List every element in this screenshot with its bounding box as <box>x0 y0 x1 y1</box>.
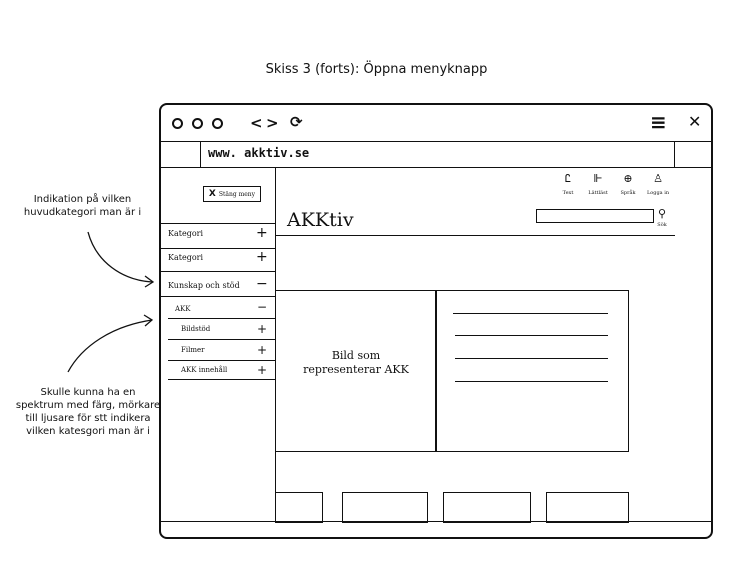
sidebar-divider <box>160 271 275 272</box>
forward-icon[interactable]: > <box>266 114 279 132</box>
collapse-icon[interactable]: − <box>256 276 268 292</box>
sidebar-item-kategori[interactable]: Kategori <box>168 229 204 238</box>
search-label: Sök <box>657 222 667 228</box>
address-bar-left-edge <box>200 141 201 167</box>
utility-label-lattlast: Lättläst <box>588 190 608 196</box>
search-input[interactable] <box>536 209 654 223</box>
sidebar-divider <box>168 339 275 340</box>
sidebar-divider <box>160 223 275 224</box>
text-placeholder-line <box>453 313 608 314</box>
sidebar-item-akk[interactable]: AKK <box>175 305 191 313</box>
browser-window <box>159 103 713 539</box>
expand-icon[interactable]: + <box>257 343 268 357</box>
expand-icon[interactable]: + <box>256 225 268 241</box>
sidebar-item-filmer[interactable]: Filmer <box>181 346 205 354</box>
footer-divider <box>160 521 712 522</box>
sidebar-item-bildstod[interactable]: Bildstöd <box>181 325 211 333</box>
hamburger-icon[interactable]: ≡ <box>650 110 667 134</box>
reader-icon[interactable]: ⊩ <box>593 172 603 185</box>
expand-icon[interactable]: + <box>257 322 268 336</box>
collapse-icon[interactable]: − <box>257 300 268 314</box>
arrow-to-main-category <box>87 231 153 283</box>
sketch-title: Skiss 3 (forts): Öppna menyknapp <box>265 62 488 77</box>
sidebar-divider <box>160 296 275 297</box>
text-placeholder-line <box>455 381 608 382</box>
toolbar-divider <box>160 141 712 142</box>
sidebar-item-kunskap-och-stod[interactable]: Kunskap och stöd <box>168 281 240 290</box>
text-icon[interactable]: Ꮭ <box>564 172 572 185</box>
address-bar-right-edge <box>674 141 675 167</box>
back-icon[interactable]: < <box>250 114 263 132</box>
site-logo[interactable]: AKKtiv <box>287 209 354 231</box>
address-url[interactable]: www. akktiv.se <box>208 146 310 160</box>
arrow-head-submenu <box>143 314 154 327</box>
expand-icon[interactable]: + <box>256 249 268 265</box>
text-placeholder-line <box>455 358 608 359</box>
sidebar-item-kategori[interactable]: Kategori <box>168 253 204 262</box>
annotation-color-spectrum: Skulle kunna ha en spektrum med färg, mö… <box>15 387 161 437</box>
content-card[interactable] <box>275 492 323 523</box>
reload-icon[interactable]: ⟳ <box>290 113 303 131</box>
arrow-to-submenu <box>67 319 153 373</box>
close-menu-icon: X <box>208 189 216 199</box>
address-bar-divider <box>160 167 712 168</box>
featured-text-block <box>435 290 629 452</box>
window-control-circle[interactable] <box>172 118 183 129</box>
utility-label-logga-in: Logga in <box>646 190 670 196</box>
sidebar-divider <box>168 360 275 361</box>
window-control-circle[interactable] <box>192 118 203 129</box>
featured-image[interactable] <box>275 290 437 452</box>
utility-label-text: Text <box>562 190 574 196</box>
globe-icon[interactable]: ⊕ <box>623 172 633 185</box>
search-icon[interactable]: ⚲ <box>657 207 667 220</box>
close-menu-label: Stäng meny <box>218 191 256 198</box>
text-placeholder-line <box>455 335 608 336</box>
utility-label-sprak: Språk <box>620 190 636 196</box>
sidebar-divider <box>168 318 275 319</box>
annotation-main-category: Indikation på vilken huvudkategori man ä… <box>23 194 142 218</box>
arrow-head-main-category <box>144 275 155 288</box>
content-card[interactable] <box>342 492 428 523</box>
person-icon[interactable]: ♙ <box>653 172 663 185</box>
content-card[interactable] <box>546 492 629 523</box>
window-control-circle[interactable] <box>212 118 223 129</box>
header-divider <box>275 235 675 236</box>
sidebar-item-akk-innehall[interactable]: AKK innehåll <box>181 366 228 374</box>
sidebar-divider <box>160 248 275 249</box>
featured-image-caption: Bild som representerar AKK <box>303 349 409 376</box>
close-window-icon[interactable]: ✕ <box>688 112 702 131</box>
expand-icon[interactable]: + <box>257 363 268 377</box>
content-card[interactable] <box>443 492 531 523</box>
sidebar-divider <box>168 379 275 380</box>
